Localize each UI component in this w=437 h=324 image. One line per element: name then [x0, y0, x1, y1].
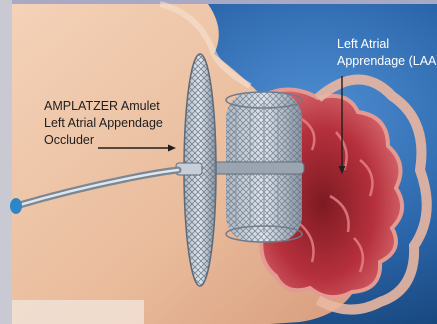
occluder-label: AMPLATZER Amulet Left Atrial Appendage O…: [44, 98, 163, 149]
occluder-label-line-2: Left Atrial Appendage: [44, 115, 163, 132]
occluder-label-line-1: AMPLATZER Amulet: [44, 98, 163, 115]
left-border-strip: [0, 0, 12, 324]
occluder-label-line-3: Occluder: [44, 132, 163, 149]
occluder-waist: [206, 162, 304, 174]
laa-label-line-2: Apprendage (LAA): [337, 53, 437, 70]
laa-label-line-1: Left Atrial: [337, 36, 437, 53]
laa-label: Left Atrial Apprendage (LAA): [337, 36, 437, 70]
